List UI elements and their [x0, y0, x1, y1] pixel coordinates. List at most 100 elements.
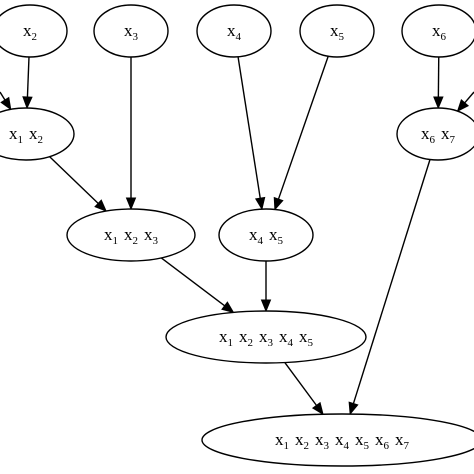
edge-line: [0, 91, 6, 101]
variable-symbol: x: [275, 430, 284, 449]
node-x1x2: x1​x2​: [0, 107, 75, 161]
node-x5: x5​: [299, 4, 375, 58]
arrow-head: [348, 401, 359, 416]
variable-symbol: x: [432, 21, 441, 40]
variable-symbol: x: [335, 430, 344, 449]
arrow-head: [260, 299, 272, 313]
arrow-head: [94, 199, 108, 212]
node-label: x6​x7​: [421, 124, 456, 146]
edge-line: [284, 362, 318, 406]
arrow-head: [22, 96, 33, 110]
variable-subscript: 4: [258, 235, 264, 247]
edge-x4-to-x4x5: [237, 56, 266, 211]
node-label: x1​x2​x3​: [104, 225, 159, 247]
variable-symbol: x: [375, 430, 384, 449]
variable-symbol: x: [249, 225, 258, 244]
edge-line: [277, 56, 329, 200]
variable-subscript: 4: [236, 31, 242, 43]
edge-line: [352, 159, 431, 404]
arrow-head: [0, 96, 12, 111]
variable-symbol: x: [124, 225, 133, 244]
node-label: x4​: [227, 21, 242, 43]
variable-symbol: x: [23, 21, 32, 40]
variable-symbol: x: [29, 124, 38, 143]
node-ellipse: [66, 208, 196, 262]
variable-subscript: 5: [278, 235, 284, 247]
node-ellipse: [299, 4, 375, 58]
node-label: x1​x2​x3​x4​x5​x6​x7​: [275, 430, 410, 452]
variable-symbol: x: [295, 430, 304, 449]
arrow-head: [273, 196, 284, 211]
edge-x3-to-x1x2x3: [125, 57, 137, 211]
edge-line: [160, 257, 226, 307]
variable-symbol: x: [395, 430, 404, 449]
variable-symbol: x: [239, 327, 248, 346]
variable-subscript: 2: [133, 235, 139, 247]
edge-line: [26, 56, 30, 98]
edge-x5-to-x4x5: [273, 56, 329, 211]
node-ellipse: [401, 4, 474, 58]
variable-subscript: 6: [441, 31, 447, 43]
variable-subscript: 3: [153, 235, 159, 247]
arrow-head: [254, 196, 266, 211]
arrow-head: [311, 401, 324, 416]
edge-x1x2x3x4x5-to-x1x2x3x4x5x6x7: [284, 362, 324, 416]
variable-subscript: 5: [364, 440, 370, 452]
edge-x4x5-to-x1x2x3x4x5: [260, 261, 272, 313]
node-label: x1​x2​x3​x4​x5​: [219, 327, 314, 349]
variable-subscript: 6: [430, 134, 436, 146]
node-x1x2x3x4x5x6x7: x1​x2​x3​x4​x5​x6​x7​: [201, 413, 474, 467]
arrow-head: [221, 301, 235, 314]
node-ellipse: [0, 4, 68, 58]
node-x4: x4​: [196, 4, 272, 58]
variable-symbol: x: [279, 327, 288, 346]
arrow-head: [456, 99, 470, 113]
node-ellipse: [196, 4, 272, 58]
variable-symbol: x: [441, 124, 450, 143]
edge-line: [49, 156, 99, 204]
node-label: x4​x5​: [249, 225, 284, 247]
nodes-layer: x2​x3​x4​x5​x6​x1​x2​x6​x7​x1​x2​x3​x4​x…: [0, 4, 474, 467]
edge-x6-to-x6x7: [433, 56, 444, 110]
variable-symbol: x: [144, 225, 153, 244]
node-label: x2​: [23, 21, 37, 43]
node-label: x5​: [330, 21, 345, 43]
variable-subscript: 4: [344, 440, 350, 452]
edge-x1x2x3-to-x1x2x3x4x5: [160, 257, 235, 314]
variable-symbol: x: [421, 124, 430, 143]
arrow-head: [125, 197, 137, 211]
edge-x2-to-x1x2: [22, 56, 33, 110]
variable-symbol: x: [9, 124, 18, 143]
node-label: x3​: [124, 21, 139, 43]
variable-subscript: 7: [450, 134, 456, 146]
variable-subscript: 1: [113, 235, 119, 247]
edge-x6x7-to-x1x2x3x4x5x6x7: [348, 159, 431, 416]
variable-subscript: 1: [284, 440, 290, 452]
variable-subscript: 6: [384, 440, 390, 452]
edge-offscreen-to-x1x2: [0, 91, 12, 111]
variable-subscript: 2: [248, 337, 254, 349]
node-label: x1​x2​: [9, 124, 43, 146]
variable-symbol: x: [219, 327, 228, 346]
variable-symbol: x: [227, 21, 236, 40]
variable-subscript: 4: [288, 337, 294, 349]
variable-subscript: 2: [38, 134, 44, 146]
node-ellipse: [201, 413, 474, 467]
edge-offscreen-to-x6x7: [456, 91, 474, 113]
node-x1x2x3: x1​x2​x3​: [66, 208, 196, 262]
variable-symbol: x: [330, 21, 339, 40]
variable-subscript: 1: [18, 134, 24, 146]
variable-symbol: x: [104, 225, 113, 244]
node-ellipse: [93, 4, 169, 58]
variable-subscript: 3: [324, 440, 330, 452]
variable-symbol: x: [269, 225, 278, 244]
variable-subscript: 2: [32, 31, 38, 43]
node-x2: x2​: [0, 4, 68, 58]
node-x6: x6​: [401, 4, 474, 58]
node-ellipse: [165, 310, 367, 364]
edge-x1x2-to-x1x2x3: [49, 156, 108, 212]
variable-subscript: 3: [133, 31, 139, 43]
node-label: x6​: [432, 21, 447, 43]
variable-symbol: x: [259, 327, 268, 346]
